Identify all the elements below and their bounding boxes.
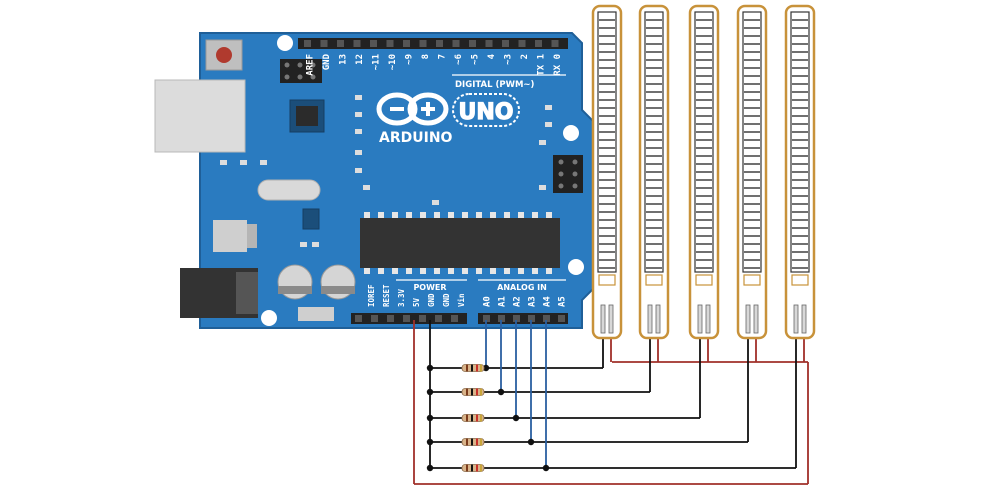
- digital-label: DIGITAL (PWM~): [455, 80, 535, 90]
- usb-port: [154, 79, 246, 153]
- wire-junction: [426, 388, 434, 396]
- resistor: [461, 364, 485, 372]
- power-pin-label: IOREF: [367, 284, 376, 307]
- uno-badge: [452, 93, 520, 127]
- analog-pin-labels: A0 A1 A2 A3 A4 A5: [483, 296, 568, 307]
- digital-pin-label: ~3: [504, 54, 514, 65]
- flex-sensor: [784, 4, 816, 340]
- power-pin-labels: IOREF RESET 3.3V 5V GND GND Vin: [367, 284, 466, 307]
- digital-pin-label: TX 1: [537, 54, 547, 76]
- flex-sensor: [688, 4, 720, 340]
- crystal-oscillator: [257, 179, 321, 201]
- chip-pins-top: [364, 212, 552, 218]
- wiring: [413, 320, 809, 485]
- digital-pin-label: ~9: [405, 54, 415, 65]
- mounting-hole: [563, 125, 579, 141]
- power-pin-label: 3.3V: [397, 288, 406, 307]
- digital-pin-label: ~5: [471, 54, 481, 65]
- analog-pin-label: A5: [558, 296, 568, 307]
- chip-pins-bottom: [364, 268, 552, 274]
- resistor: [461, 438, 485, 446]
- power-pin-label: RESET: [382, 284, 391, 307]
- power-pin-label: GND: [442, 293, 451, 307]
- analog-pin-label: A2: [513, 296, 523, 307]
- wire-junction: [426, 464, 434, 472]
- analog-header: [478, 313, 568, 324]
- model-label: UNO: [459, 100, 514, 125]
- digital-pin-label: ~11: [372, 54, 382, 70]
- power-label: POWER: [413, 283, 446, 292]
- digital-pin-label: 4: [487, 53, 497, 59]
- microcontroller-chip: [360, 218, 560, 268]
- flex-sensors: [591, 4, 816, 340]
- analog-pin-label: A4: [543, 296, 553, 307]
- reset-button-cap: [216, 47, 232, 63]
- flex-sensor: [591, 4, 623, 340]
- arduino-logo: [376, 92, 449, 126]
- power-pin-label: 5V: [412, 297, 421, 307]
- digital-pin-label: 8: [421, 54, 431, 59]
- digital-pin-label: 12: [355, 54, 365, 65]
- icsp-header-usb: [280, 59, 322, 83]
- arduino-uno-board: ARDUINO UNO AREF GND 13 12 ~11 ~10 ~9 8 7 ~6 ~5 4 ~3…: [154, 32, 595, 329]
- analog-pin-label: A1: [498, 296, 508, 307]
- digital-pin-label: 7: [438, 54, 448, 59]
- wire-junction: [426, 414, 434, 422]
- digital-pin-label: ~6: [454, 54, 464, 65]
- digital-pin-label: RX 0: [553, 54, 563, 76]
- mounting-hole: [568, 259, 584, 275]
- flex-sensor: [736, 4, 768, 340]
- digital-pin-label: 13: [339, 54, 349, 65]
- digital-pin-label: ~10: [388, 54, 398, 70]
- pull-down-resistors: [461, 364, 485, 472]
- flex-sensor: [638, 4, 670, 340]
- voltage-regulator: [213, 220, 247, 252]
- digital-pin-labels: AREF GND 13 12 ~11 ~10 ~9 8 7 ~6 ~5 4 ~3 2 TX 1 RX 0: [306, 53, 564, 75]
- resistor: [461, 414, 485, 422]
- analog-pin-label: A3: [528, 296, 538, 307]
- digital-pin-label: GND: [322, 53, 332, 70]
- resistor: [461, 388, 485, 396]
- digital-pin-label: AREF: [306, 54, 316, 76]
- analog-label: ANALOG IN: [497, 283, 547, 292]
- wire-junction: [426, 438, 434, 446]
- resistor: [461, 464, 485, 472]
- icsp-header-right: [553, 155, 583, 193]
- power-pin-label: Vin: [457, 293, 466, 307]
- digital-pin-label: 2: [520, 54, 530, 59]
- mounting-hole: [277, 35, 293, 51]
- digital-header: [298, 38, 568, 49]
- brand-label: ARDUINO: [379, 130, 453, 146]
- analog-pin-label: A0: [483, 296, 493, 307]
- power-pin-label: GND: [427, 293, 436, 307]
- smd-components: [220, 95, 552, 247]
- wire-junction: [426, 364, 434, 372]
- mounting-hole: [261, 310, 277, 326]
